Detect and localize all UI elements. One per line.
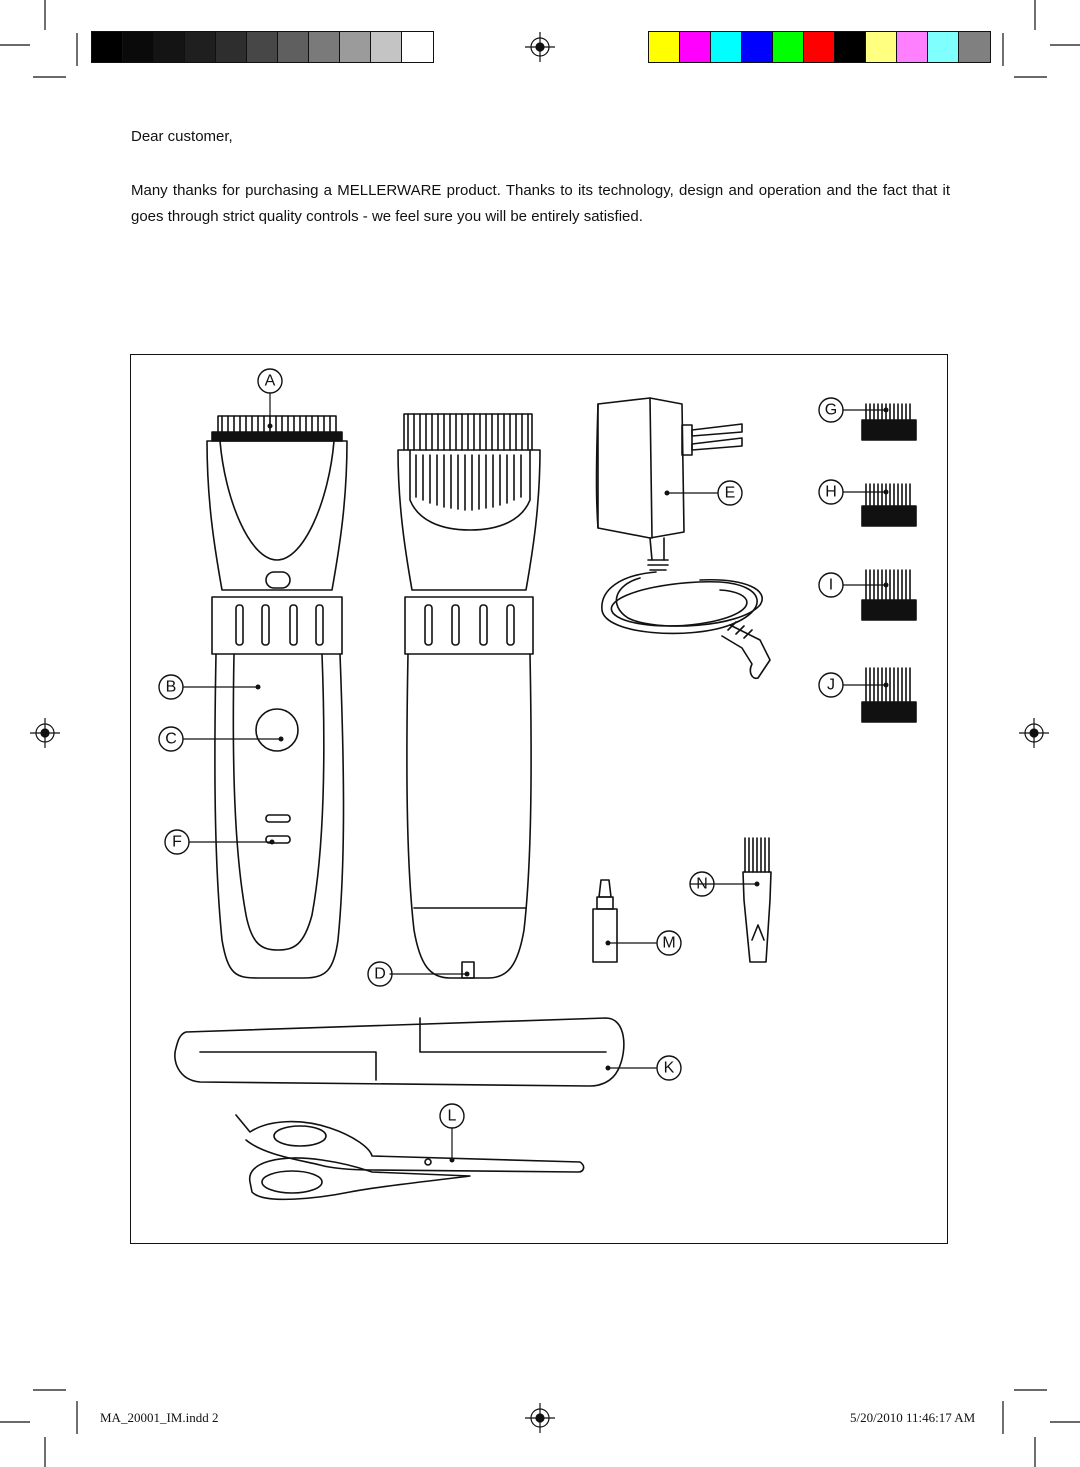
color-swatch [897, 32, 928, 62]
label-e: E [725, 485, 736, 502]
attachment-comb-h [861, 483, 917, 527]
color-swatch [711, 32, 742, 62]
color-swatch [804, 32, 835, 62]
registration-target-right [1019, 718, 1049, 748]
intro-paragraph: Many thanks for purchasing a MELLERWARE … [131, 182, 950, 225]
gray-swatch [371, 32, 402, 62]
color-swatch [928, 32, 959, 62]
color-swatch [742, 32, 773, 62]
gray-swatch [402, 32, 433, 62]
power-adapter-illustration [595, 397, 771, 680]
gray-swatch [278, 32, 309, 62]
attachment-comb-i [861, 569, 917, 621]
label-g: G [825, 402, 837, 419]
registration-target-left [30, 718, 60, 748]
gray-swatch [123, 32, 154, 62]
gray-swatch [340, 32, 371, 62]
label-j: J [827, 677, 835, 694]
label-l: L [448, 1108, 457, 1125]
gray-swatch-bar [91, 31, 434, 63]
cleaning-brush-illustration [742, 837, 772, 963]
color-swatch [680, 32, 711, 62]
label-b: B [166, 679, 177, 696]
registration-target-top [525, 32, 555, 62]
color-swatch [959, 32, 990, 62]
clipper-back-illustration [397, 413, 541, 979]
label-f: F [172, 834, 182, 851]
registration-target-bottom [525, 1403, 555, 1433]
color-swatch [649, 32, 680, 62]
parts-diagram-frame [130, 354, 948, 1244]
gray-swatch [92, 32, 123, 62]
label-d: D [374, 966, 386, 983]
gray-swatch [154, 32, 185, 62]
gray-swatch [309, 32, 340, 62]
color-swatch [866, 32, 897, 62]
clipper-front-illustration [206, 415, 348, 979]
leader-lines [182, 392, 887, 1161]
color-swatch [773, 32, 804, 62]
gray-swatch [185, 32, 216, 62]
greeting: Dear customer, [131, 128, 233, 145]
footer-timestamp: 5/20/2010 11:46:17 AM [850, 1410, 976, 1425]
scissors-illustration [235, 1114, 585, 1201]
label-a: A [265, 373, 276, 390]
hair-comb-illustration [174, 1017, 625, 1087]
gray-swatch [247, 32, 278, 62]
label-c: C [165, 731, 177, 748]
gray-swatch [216, 32, 247, 62]
attachment-comb-j [861, 667, 917, 723]
label-h: H [825, 484, 837, 501]
oil-bottle-illustration [592, 879, 618, 963]
footer-file-name: MA_20001_IM.indd 2 [100, 1410, 219, 1425]
label-m: M [662, 935, 675, 952]
label-n: N [696, 876, 708, 893]
color-swatch-bar [648, 31, 991, 63]
color-swatch [835, 32, 866, 62]
label-k: K [664, 1060, 675, 1077]
label-i: I [829, 577, 833, 594]
